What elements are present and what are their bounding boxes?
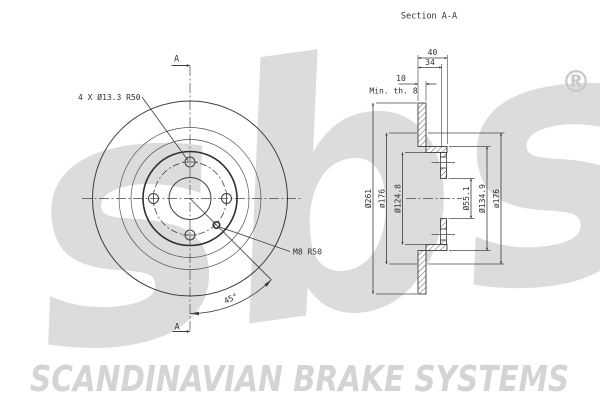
dim-total-width: 40 <box>428 48 438 57</box>
bolt-hole-leader-line <box>141 96 189 161</box>
section-view: Section A-A <box>363 12 505 295</box>
angle-arc-arrow-start <box>190 311 199 316</box>
hat-wall-top <box>425 146 448 153</box>
bolt-holes-label: 4 X Ø13.3 R50 <box>78 92 141 102</box>
friction-ring-bottom <box>417 250 427 295</box>
center-bore-circle <box>168 177 212 220</box>
friction-inner-circle <box>118 127 262 270</box>
section-cross-section <box>406 102 462 295</box>
friction-ring-top <box>417 102 427 147</box>
section-cut-markers <box>171 64 191 333</box>
disc-outer-circle <box>92 100 288 297</box>
hat-outer-circle <box>130 139 250 258</box>
registered-trademark-icon: ® <box>561 65 591 100</box>
angle-arc-arrow-end <box>264 279 272 287</box>
dim-hat-depth: 34 <box>425 58 435 67</box>
dim-outer-diameter: Ø261 <box>363 189 373 208</box>
section-marker-label-top: A <box>174 55 179 65</box>
hat-flange-circle <box>142 150 238 247</box>
dim-friction-inner-right: ø176 <box>492 189 501 208</box>
section-view-title: Section A-A <box>401 12 457 22</box>
dim-disc-thickness: 10 <box>396 74 406 83</box>
section-marker-label-bottom: A <box>174 323 179 333</box>
thread-hole-leader-line <box>217 226 291 252</box>
radial-line-45deg <box>189 198 272 281</box>
dim-friction-inner-left: ø176 <box>378 189 387 208</box>
dimension-lines <box>371 56 503 295</box>
hat-wall-bottom <box>425 244 448 251</box>
watermark-footer: SCANDINAVIAN BRAKE SYSTEMS <box>30 357 569 400</box>
dim-center-bore: Ø55.1 <box>461 186 471 210</box>
dimension-labels: Ø261 ø176 Ø124.8 Ø55.1 Ø134.9 ø176 40 34… <box>363 48 501 213</box>
dim-hat-outer-diameter: Ø134.9 <box>477 184 487 213</box>
thread-hole-m8 <box>212 221 221 230</box>
thread-hole-label: M8 R50 <box>293 248 322 257</box>
dim-hat-flange-diameter: Ø124.8 <box>393 184 403 213</box>
min-thickness-note: Min. th. 8 <box>369 87 417 96</box>
angle-arc <box>189 279 272 314</box>
bolt-holes <box>148 156 232 241</box>
